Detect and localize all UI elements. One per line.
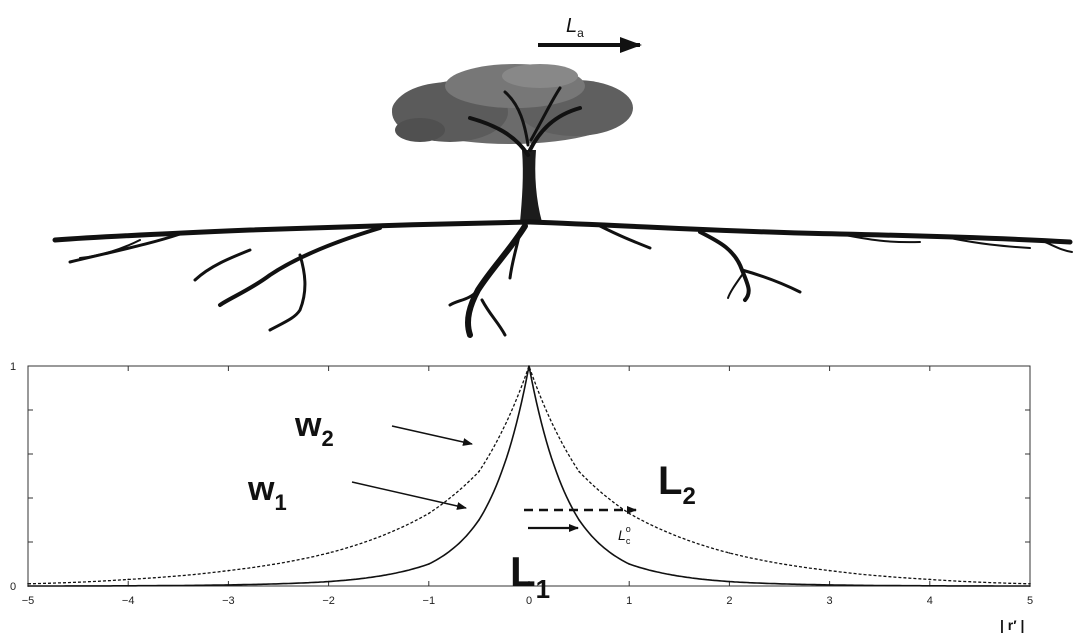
data-point-w1 — [1029, 585, 1031, 587]
svg-text:La: La — [566, 15, 584, 40]
l1-label-main: L — [510, 548, 536, 595]
data-point-w2 — [27, 583, 29, 585]
svg-text:Loc: Loc — [618, 524, 631, 546]
x-tick-label: 0 — [526, 595, 532, 607]
data-point-w2 — [1029, 583, 1031, 585]
x-tick-label: −2 — [322, 595, 335, 607]
w1-label-sub: 1 — [274, 490, 286, 515]
w1-label-main: w — [247, 470, 275, 508]
w2-label-main: w — [294, 406, 322, 444]
x-tick-label: 1 — [626, 595, 632, 607]
y-tick-label-bottom: 0 — [10, 581, 16, 593]
data-point-w2 — [328, 552, 330, 554]
x-tick-label: −3 — [222, 595, 235, 607]
data-point-w2 — [829, 570, 831, 572]
x-tick-label: 2 — [726, 595, 732, 607]
x-tick-label: 4 — [927, 595, 933, 607]
svg-text:L2: L2 — [658, 459, 696, 510]
data-point-w2 — [428, 513, 430, 515]
data-point-w2 — [127, 579, 129, 581]
x-tick-labels: −5 −4 −3 −2 −1 0 1 2 3 4 5 — [22, 595, 1033, 607]
data-point-w1 — [829, 584, 831, 586]
x-tick-label: 5 — [1027, 595, 1033, 607]
data-point-w1 — [628, 563, 630, 565]
lc-label-sup: o — [626, 524, 631, 534]
x-tick-label: 3 — [827, 595, 833, 607]
data-point-w1 — [328, 581, 330, 583]
lc-label-main: L — [618, 527, 626, 543]
data-point-w1 — [127, 585, 129, 587]
data-point-w1 — [729, 581, 731, 583]
data-point-w2 — [578, 471, 580, 473]
x-tick-label: −4 — [122, 595, 135, 607]
x-tick-label: −1 — [423, 595, 436, 607]
data-point-w1 — [228, 584, 230, 586]
data-point-w1 — [929, 585, 931, 587]
data-point-w2 — [228, 570, 230, 572]
data-point-w1 — [578, 519, 580, 521]
l2-label-main: L — [658, 459, 682, 503]
l2-label-sub: 2 — [682, 483, 695, 510]
l1-label-sub: 1 — [536, 574, 550, 604]
la-arrow: La — [538, 15, 640, 45]
svg-text:w2: w2 — [294, 406, 334, 451]
data-point-w2 — [478, 471, 480, 473]
la-label-sub: a — [577, 26, 584, 40]
data-point-w2 — [729, 552, 731, 554]
svg-text:w1: w1 — [247, 470, 287, 515]
tree-roots — [55, 222, 1072, 335]
lc-label-sub: c — [626, 536, 631, 546]
tree-canopy — [392, 64, 633, 144]
data-point-w1 — [478, 519, 480, 521]
w2-label-sub: 2 — [321, 426, 333, 451]
y-tick-label-top: 1 — [10, 361, 16, 373]
w2-pointer-arrow — [392, 426, 472, 444]
data-point-w1 — [27, 585, 29, 587]
data-point-w2 — [929, 579, 931, 581]
la-label-main: L — [566, 15, 577, 37]
data-point-w2 — [628, 513, 630, 515]
data-point-w2 — [528, 365, 530, 367]
data-point-w1 — [428, 563, 430, 565]
x-axis-label: | r′ | — [1000, 617, 1024, 633]
w1-pointer-arrow — [352, 482, 466, 508]
x-tick-label: −5 — [22, 595, 35, 607]
